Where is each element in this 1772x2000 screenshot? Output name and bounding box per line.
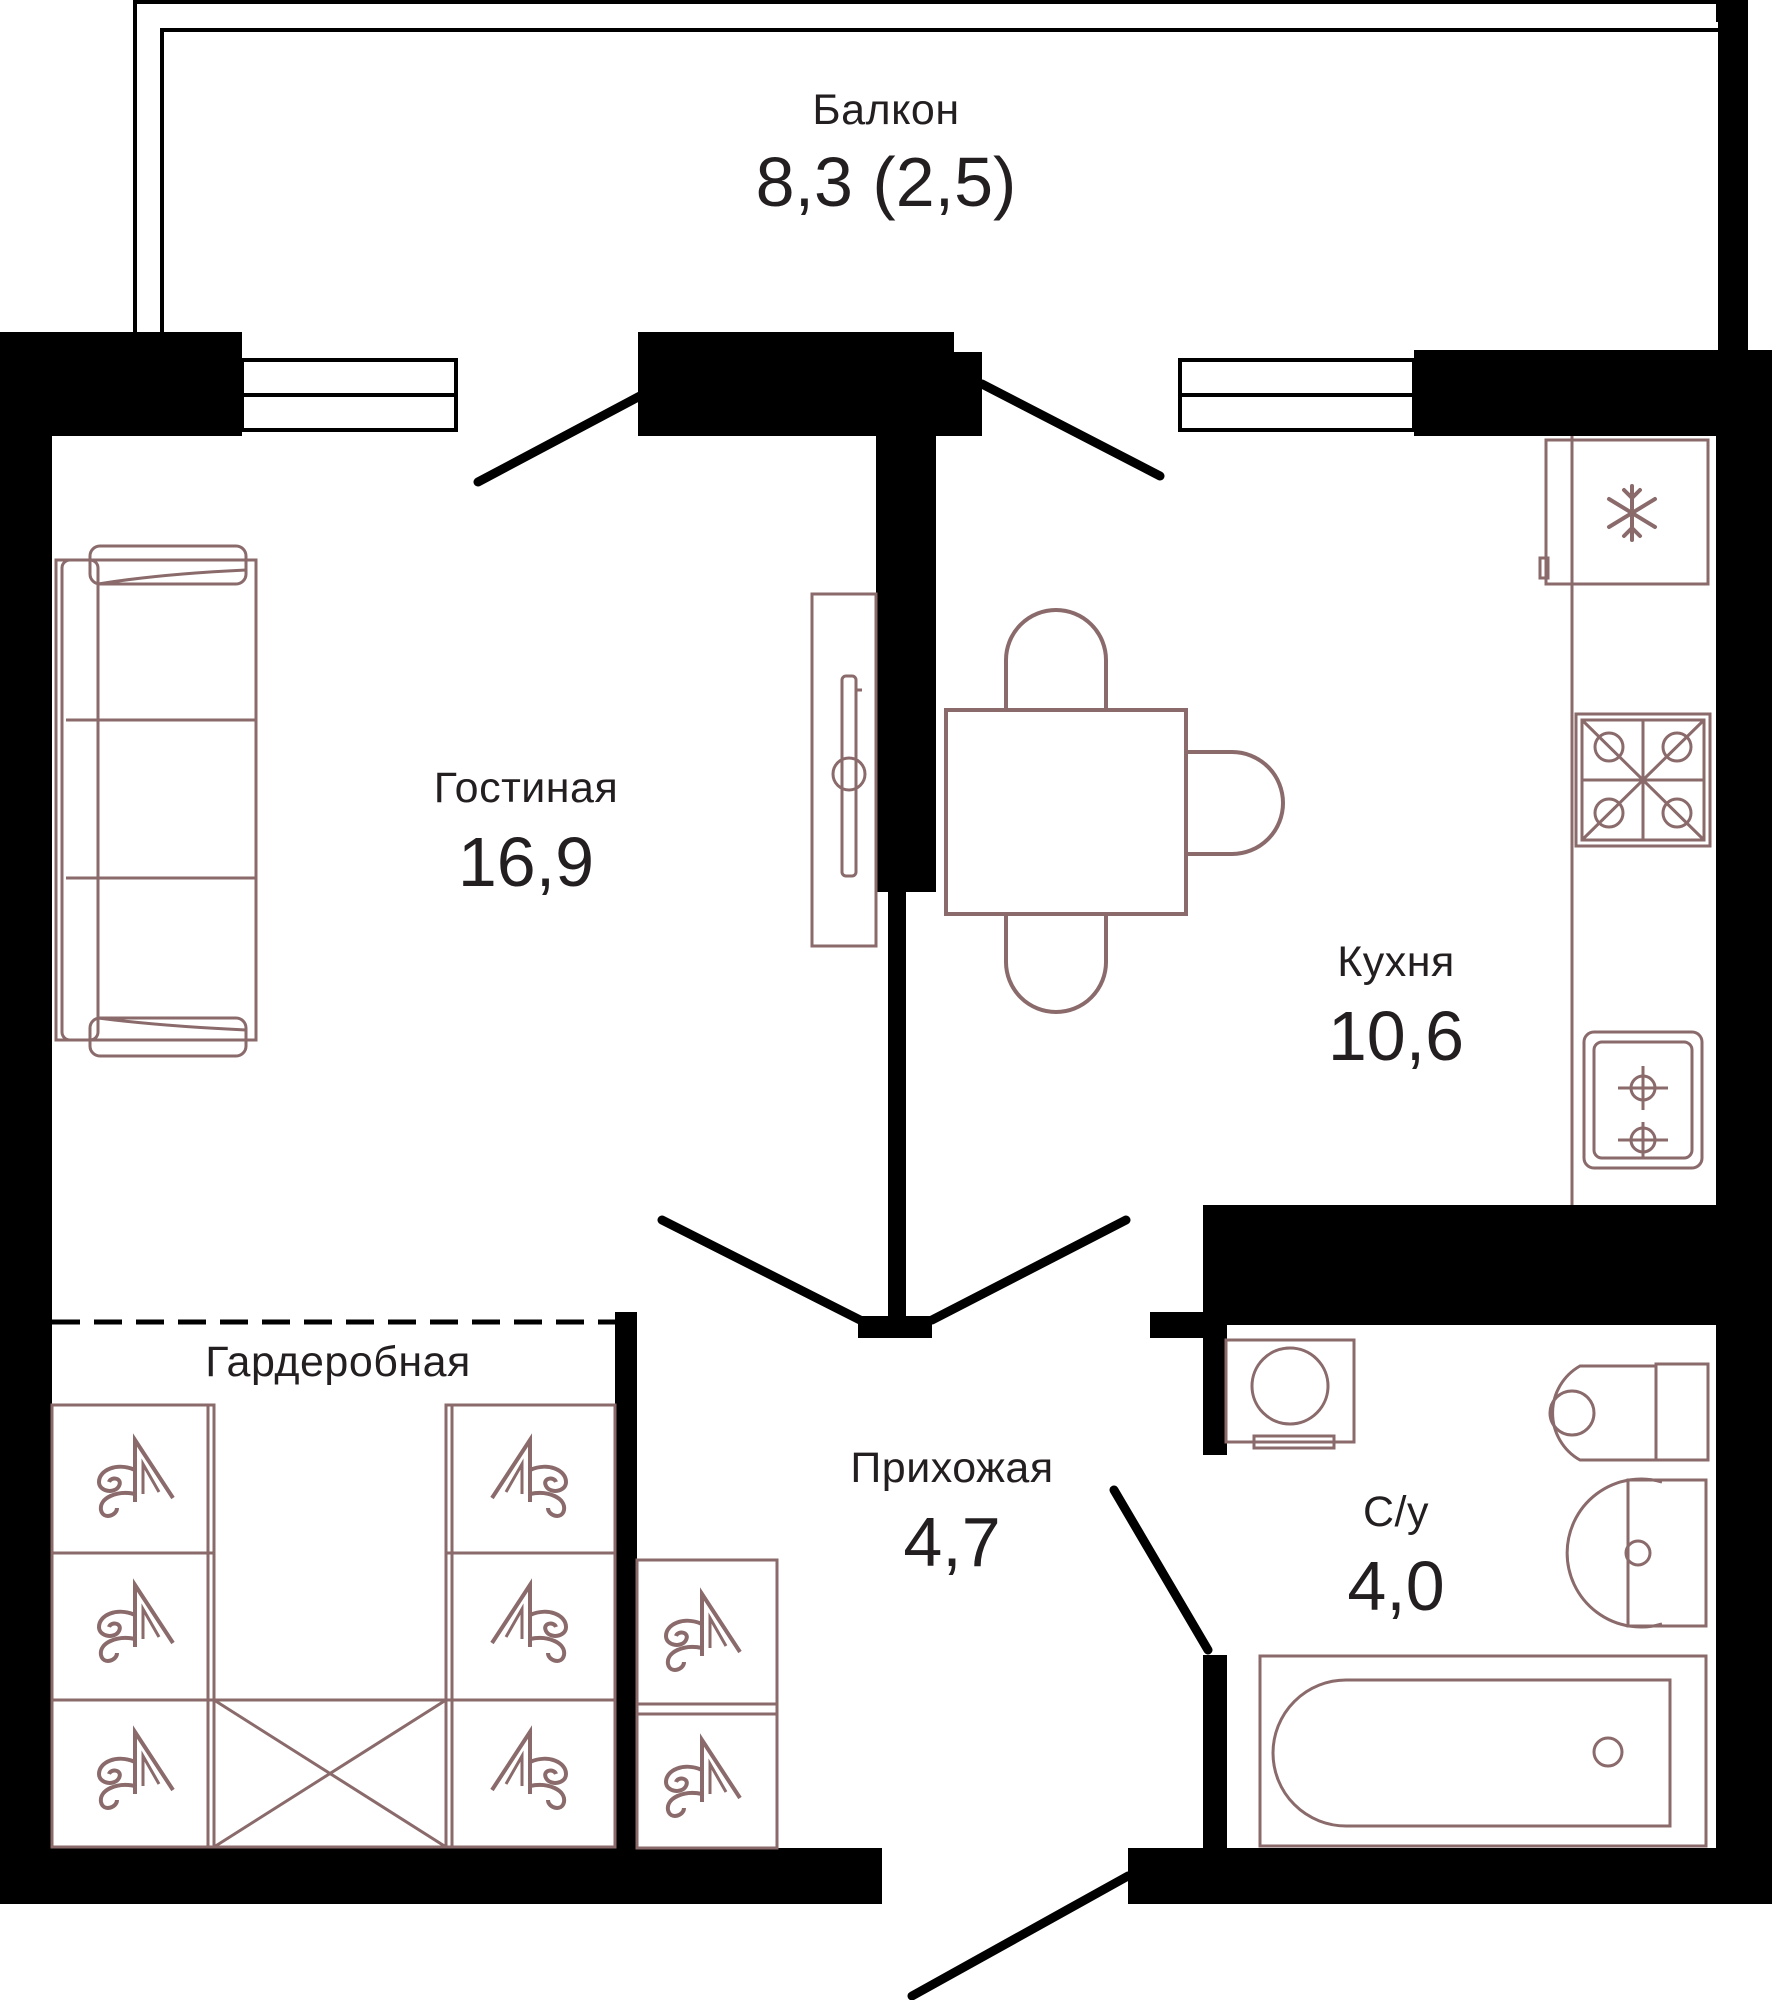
wardrobe-right-wall bbox=[615, 1312, 637, 1904]
bath-left-wall-upper bbox=[1203, 1325, 1227, 1455]
washing-machine bbox=[1224, 1338, 1356, 1444]
top-wall-right bbox=[1414, 350, 1716, 436]
top-wall-center bbox=[638, 332, 954, 436]
room-name: Прихожая bbox=[850, 1444, 1054, 1492]
room-area: 16,9 bbox=[457, 823, 595, 901]
snowflake-icon bbox=[1607, 484, 1657, 542]
room-area: 4,7 bbox=[903, 1503, 1001, 1581]
bottom-wall-left bbox=[0, 1848, 882, 1904]
entrance-door bbox=[907, 1871, 1133, 2000]
left-outer-wall bbox=[0, 332, 52, 1904]
cooktop bbox=[1574, 712, 1712, 848]
kitchen-counter bbox=[1538, 436, 1712, 1205]
hanger-icon bbox=[664, 1592, 742, 1672]
dining-table bbox=[944, 608, 1285, 1014]
wardrobe-island bbox=[212, 1698, 448, 1849]
hanger-icon bbox=[97, 1730, 175, 1810]
hanger-icon bbox=[664, 1738, 742, 1818]
toilet bbox=[1551, 1364, 1656, 1462]
hall-post bbox=[858, 1316, 932, 1338]
bath-wall-stub bbox=[1150, 1312, 1210, 1338]
room-area: 4,0 bbox=[1347, 1547, 1445, 1625]
hanger-icon bbox=[490, 1730, 568, 1810]
balcony bbox=[133, 0, 1748, 352]
bathroom-door bbox=[1109, 1485, 1213, 1655]
living-door bbox=[657, 1215, 865, 1325]
room-area: 10,6 bbox=[1327, 997, 1465, 1075]
hanger-icon bbox=[97, 1583, 175, 1663]
bottom-wall-right bbox=[1128, 1848, 1772, 1904]
doors bbox=[473, 379, 1213, 2000]
hanger-icon bbox=[490, 1438, 568, 1518]
room-area: 8,3 (2,5) bbox=[755, 143, 1017, 221]
washbasin bbox=[1626, 1478, 1708, 1628]
room-name: С/у bbox=[1363, 1488, 1429, 1536]
wardrobe-racks bbox=[50, 1403, 779, 1850]
hanger-icons bbox=[97, 1438, 742, 1818]
room-name: Гостиная bbox=[433, 764, 619, 812]
balcony-right-wall bbox=[1718, 0, 1748, 352]
bathtub bbox=[1258, 1654, 1708, 1848]
right-outer-wall bbox=[1716, 350, 1772, 1904]
tv-stand bbox=[810, 592, 878, 948]
room-name: Гардеробная bbox=[205, 1338, 471, 1386]
bathroom-fixtures bbox=[1224, 1338, 1710, 1848]
kitchen-door bbox=[927, 1215, 1131, 1325]
hanger-icon bbox=[97, 1438, 175, 1518]
sofa bbox=[54, 544, 258, 1058]
balcony-door-right bbox=[977, 379, 1165, 481]
living-kitchen-wall bbox=[876, 436, 936, 892]
hanger-icon bbox=[490, 1583, 568, 1663]
balcony-door-left bbox=[473, 391, 645, 487]
walls bbox=[0, 332, 1772, 1904]
room-name: Кухня bbox=[1337, 938, 1455, 986]
fridge bbox=[1544, 438, 1710, 586]
sink bbox=[1582, 1030, 1704, 1170]
windows bbox=[240, 358, 1416, 432]
living-kitchen-partition bbox=[888, 892, 906, 1330]
top-wall-center-step bbox=[950, 352, 982, 436]
bath-top-wall bbox=[1203, 1205, 1716, 1325]
room-name: Балкон bbox=[812, 86, 960, 134]
